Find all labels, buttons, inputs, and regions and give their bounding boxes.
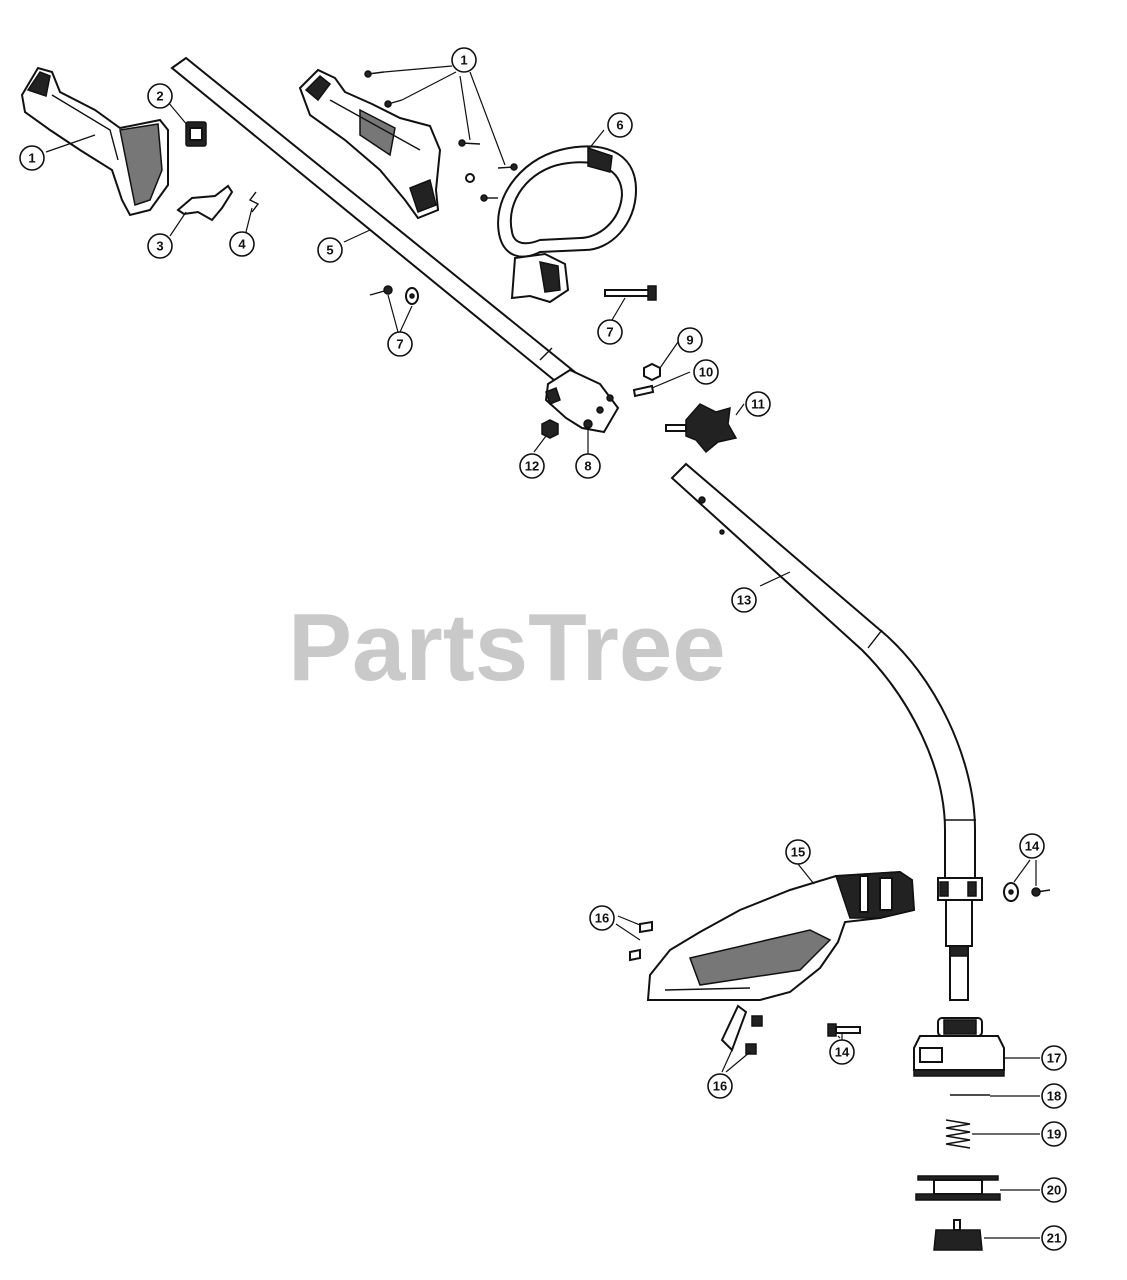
callout-18-label: 18	[1047, 1089, 1061, 1104]
callout-21-label: 21	[1047, 1231, 1061, 1246]
callout-7-right-label: 7	[606, 325, 613, 340]
callout-2: 2	[147, 83, 173, 109]
callout-7-left-label: 7	[396, 337, 403, 352]
callout-17-label: 17	[1047, 1051, 1061, 1066]
callout-10-label: 10	[699, 365, 713, 380]
callout-20-label: 20	[1047, 1183, 1061, 1198]
callout-20: 20	[1041, 1177, 1067, 1203]
part-2-switch	[185, 121, 207, 147]
part-19-spring	[945, 1119, 971, 1149]
callout-3: 3	[147, 233, 173, 259]
part-15-guard	[646, 870, 916, 1001]
callout-5: 5	[317, 237, 343, 263]
callout-19: 19	[1041, 1121, 1067, 1147]
callout-13-label: 13	[737, 593, 751, 608]
callout-14-lower: 14	[829, 1039, 855, 1065]
callout-5-label: 5	[326, 243, 333, 258]
callout-8-label: 8	[584, 459, 591, 474]
callout-17: 17	[1041, 1045, 1067, 1071]
part-14-washer-screw	[1003, 882, 1051, 902]
part-1-screws	[364, 70, 518, 202]
callout-15-label: 15	[791, 845, 805, 860]
callout-10: 10	[693, 359, 719, 385]
callout-9: 9	[677, 327, 703, 353]
part-20-spool	[915, 1175, 1001, 1201]
part-13-lower-shaft	[670, 462, 983, 1001]
callout-18: 18	[1041, 1083, 1067, 1109]
part-16-blade	[720, 1004, 748, 1052]
callout-13: 13	[731, 587, 757, 613]
callout-7-left: 7	[387, 331, 413, 357]
part-9-nut	[643, 362, 661, 382]
part-1-rear-handle	[20, 66, 169, 217]
part-12-nut	[541, 419, 559, 439]
callout-14-lower-label: 14	[835, 1045, 850, 1060]
callout-21: 21	[1041, 1225, 1067, 1251]
callout-9-label: 9	[686, 333, 693, 348]
callout-2-label: 2	[156, 89, 163, 104]
callout-14-right-label: 14	[1025, 839, 1040, 854]
callout-12: 12	[519, 453, 545, 479]
callout-1-left: 1	[19, 145, 45, 171]
callout-4: 4	[229, 231, 255, 257]
callout-4-label: 4	[238, 237, 246, 252]
callout-14-right: 14	[1019, 833, 1045, 859]
callout-3-label: 3	[156, 239, 163, 254]
part-16-screws	[629, 920, 763, 1055]
part-21-bump-knob	[933, 1219, 983, 1251]
callout-11-label: 11	[751, 397, 765, 412]
callout-1-top: 1	[451, 47, 477, 73]
callout-15: 15	[785, 839, 811, 865]
callout-16-lower: 16	[707, 1073, 733, 1099]
leader-lines	[45, 65, 1040, 1239]
part-7-screw-washer	[369, 285, 419, 305]
part-10-pin	[632, 384, 655, 398]
part-1-motor-housing	[298, 68, 442, 220]
callout-8: 8	[575, 453, 601, 479]
callout-1-left-label: 1	[28, 151, 35, 166]
part-7-bolt	[604, 285, 657, 301]
part-14-bolt	[827, 1023, 861, 1037]
watermark-text: PartsTree	[288, 594, 726, 701]
part-11-knob	[665, 403, 738, 454]
callout-16-lower-label: 16	[713, 1079, 727, 1094]
callout-12-label: 12	[525, 459, 539, 474]
part-4-spring	[248, 191, 260, 213]
callout-16-upper-label: 16	[595, 911, 609, 926]
part-3-trigger	[176, 184, 234, 222]
callout-19-label: 19	[1047, 1127, 1061, 1142]
callout-11: 11	[745, 391, 771, 417]
part-6-assist-handle	[497, 145, 638, 304]
callout-16-upper: 16	[589, 905, 615, 931]
callout-7-right: 7	[597, 319, 623, 345]
part-8-coupler	[544, 368, 620, 434]
callout-1-top-label: 1	[460, 53, 467, 68]
callout-6: 6	[607, 112, 633, 138]
part-17-spool-housing	[913, 1017, 1005, 1077]
callout-6-label: 6	[616, 118, 623, 133]
